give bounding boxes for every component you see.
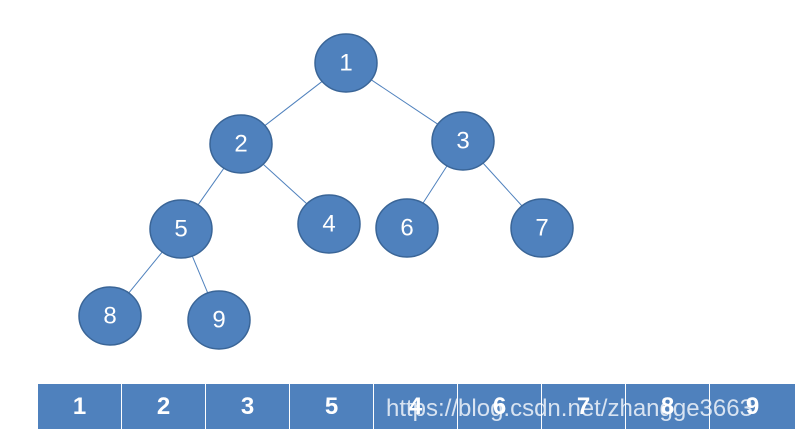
tree-node-8: 8 <box>78 286 142 346</box>
edge-1-3 <box>370 79 439 125</box>
tree-node-label: 2 <box>234 131 247 158</box>
tree-edges <box>128 79 523 294</box>
tree-node-circle <box>375 198 439 258</box>
tree-node-label: 5 <box>174 216 187 243</box>
edge-3-6 <box>422 165 448 204</box>
tree-node-1: 1 <box>314 33 378 93</box>
tree-node-circle <box>510 198 574 258</box>
tree-node-label: 7 <box>535 215 548 242</box>
array-cell-4: 5 <box>290 384 374 429</box>
edge-3-7 <box>482 162 523 207</box>
tree-node-circle <box>431 111 495 171</box>
tree-node-4: 4 <box>297 194 361 254</box>
array-cell-1: 1 <box>38 384 122 429</box>
tree-node-6: 6 <box>375 198 439 258</box>
tree-node-circle <box>297 194 361 254</box>
tree-node-3: 3 <box>431 111 495 171</box>
tree-node-5: 5 <box>149 199 213 259</box>
tree-node-label: 9 <box>212 307 225 334</box>
array-cell-3: 3 <box>206 384 290 429</box>
edge-2-5 <box>197 167 225 206</box>
edge-1-2 <box>264 81 323 126</box>
tree-node-9: 9 <box>187 290 251 350</box>
tree-node-label: 3 <box>456 128 469 155</box>
tree-node-circle <box>187 290 251 350</box>
array-cell-9: 9 <box>710 384 796 429</box>
array-cell-2: 2 <box>122 384 206 429</box>
tree-node-label: 4 <box>322 211 335 238</box>
edge-5-8 <box>128 251 163 294</box>
tree-node-circle <box>314 33 378 93</box>
array-cell-6: 6 <box>458 384 542 429</box>
tree-node-2: 2 <box>209 114 273 174</box>
tree-node-7: 7 <box>510 198 574 258</box>
edge-2-4 <box>262 163 308 205</box>
array-cell-8: 8 <box>626 384 710 429</box>
tree-nodes: 1 2 3 5 4 6 7 8 9 <box>78 33 574 350</box>
tree-node-circle <box>78 286 142 346</box>
tree-node-circle <box>149 199 213 259</box>
tree-node-circle <box>209 114 273 174</box>
tree-node-label: 8 <box>103 303 116 330</box>
tree-node-label: 1 <box>339 50 352 77</box>
watermark-text: https://blog.csdn.net/zhangge3663 <box>386 395 753 422</box>
array-cell-7: 7 <box>542 384 626 429</box>
binary-tree-diagram: 1 2 3 5 4 6 7 8 9 <box>78 33 574 350</box>
tree-node-label: 6 <box>400 215 413 242</box>
array-cell-5: 4 <box>374 384 458 429</box>
edge-5-9 <box>191 255 209 294</box>
